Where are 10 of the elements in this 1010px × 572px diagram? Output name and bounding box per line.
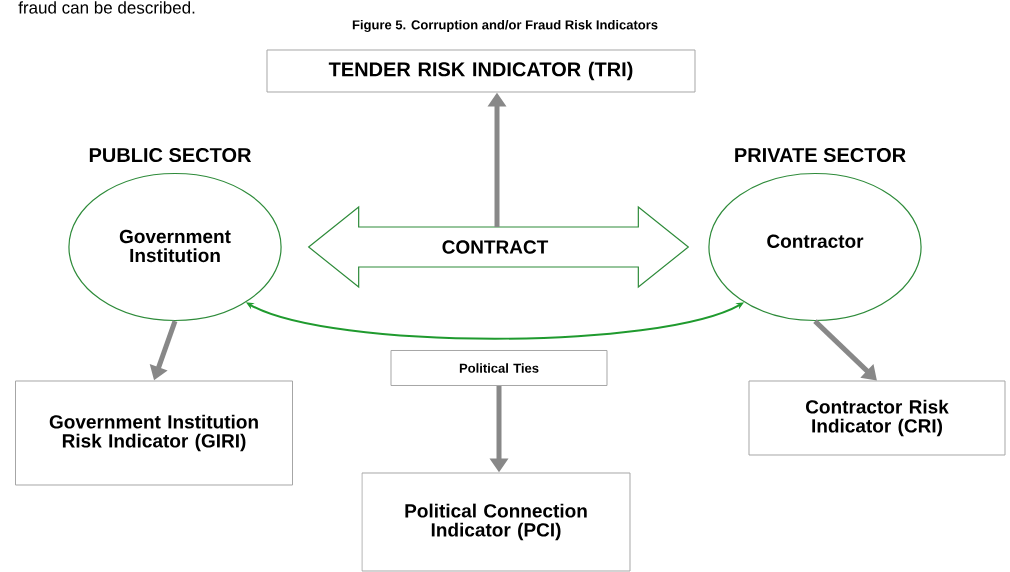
edge-label: CONTRACT	[442, 240, 549, 254]
indicator-box: Political Ties	[390, 350, 608, 386]
indicator-box: Government Institution Risk Indicator (GIRI)	[15, 380, 293, 486]
indicator-box: Contractor Risk Indicator (CRI)	[748, 380, 1006, 456]
sector-heading: PRIVATE SECTOR	[735, 147, 906, 163]
indicator-box: TENDER RISK INDICATOR (TRI)	[266, 49, 696, 93]
sector-heading: PUBLIC SECTOR	[89, 147, 252, 163]
figure-title: Figure 5. Corruption and/or Fraud Risk Indicators	[352, 19, 658, 33]
body-text: fraud can be described.	[18, 1, 195, 14]
indicator-box: Political Connection Indicator (PCI)	[361, 472, 631, 572]
